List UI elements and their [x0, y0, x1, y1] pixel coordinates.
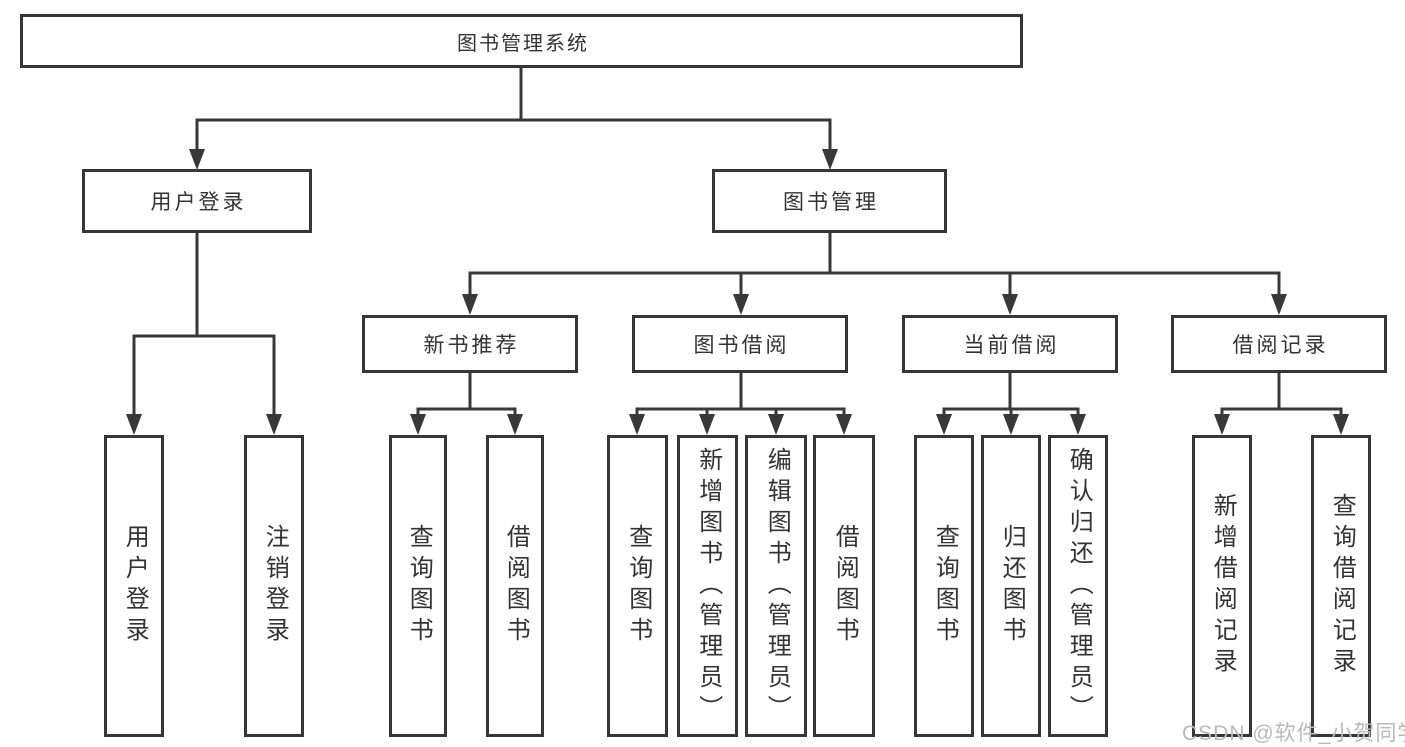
node-user-login-label: 用户登录	[150, 191, 247, 214]
node-new-book-recommend-label: 新书推荐	[423, 334, 520, 357]
leaf-edit-books-admin: 编辑图书（管理员）	[745, 435, 807, 737]
leaf-recommend-borrow-books-label: 借阅图书	[502, 524, 530, 648]
leaf-borrow-books-label: 借阅图书	[831, 524, 859, 648]
node-book-management-label: 图书管理	[783, 191, 879, 214]
leaf-confirm-return-admin-label: 确认归还（管理员）	[1065, 446, 1093, 726]
leaf-add-books-admin-label: 新增图书（管理员）	[694, 446, 722, 726]
node-borrow-records-label: 借阅记录	[1232, 334, 1329, 357]
leaf-user-login-label: 用户登录	[121, 524, 149, 648]
leaf-add-borrow-record: 新增借阅记录	[1192, 435, 1252, 737]
leaf-current-query-books-label: 查询图书	[931, 524, 959, 648]
leaf-edit-books-admin-label: 编辑图书（管理员）	[763, 446, 791, 726]
leaf-borrow-query-books-label: 查询图书	[624, 524, 652, 648]
node-book-borrow-label: 图书借阅	[693, 334, 790, 357]
leaf-add-borrow-record-label: 新增借阅记录	[1209, 493, 1237, 679]
node-book-borrow: 图书借阅	[632, 315, 848, 373]
csdn-watermark: CSDN @软件_小贺同学	[1182, 722, 1405, 745]
leaf-user-login: 用户登录	[104, 435, 164, 737]
leaf-confirm-return-admin: 确认归还（管理员）	[1048, 435, 1108, 737]
node-user-login: 用户登录	[82, 169, 312, 233]
leaf-return-books-label: 归还图书	[998, 524, 1026, 648]
leaf-borrow-query-books: 查询图书	[607, 435, 668, 737]
leaf-logout-label: 注销登录	[261, 524, 289, 648]
leaf-logout: 注销登录	[244, 435, 304, 737]
leaf-query-borrow-record-label: 查询借阅记录	[1328, 493, 1356, 679]
node-root-label: 图书管理系统	[457, 32, 589, 55]
leaf-return-books: 归还图书	[981, 435, 1041, 737]
leaf-recommend-borrow-books: 借阅图书	[486, 435, 544, 737]
leaf-borrow-books: 借阅图书	[813, 435, 875, 737]
node-book-management: 图书管理	[712, 169, 947, 233]
node-root: 图书管理系统	[20, 14, 1023, 68]
node-new-book-recommend: 新书推荐	[362, 315, 578, 373]
arrowheads	[126, 149, 1349, 435]
node-current-borrow: 当前借阅	[902, 315, 1118, 373]
leaf-recommend-query-books: 查询图书	[389, 435, 447, 737]
leaf-current-query-books: 查询图书	[914, 435, 974, 737]
node-borrow-records: 借阅记录	[1171, 315, 1387, 373]
node-current-borrow-label: 当前借阅	[963, 334, 1060, 357]
leaf-recommend-query-books-label: 查询图书	[405, 524, 433, 648]
leaf-query-borrow-record: 查询借阅记录	[1311, 435, 1371, 737]
leaf-add-books-admin: 新增图书（管理员）	[677, 435, 738, 737]
